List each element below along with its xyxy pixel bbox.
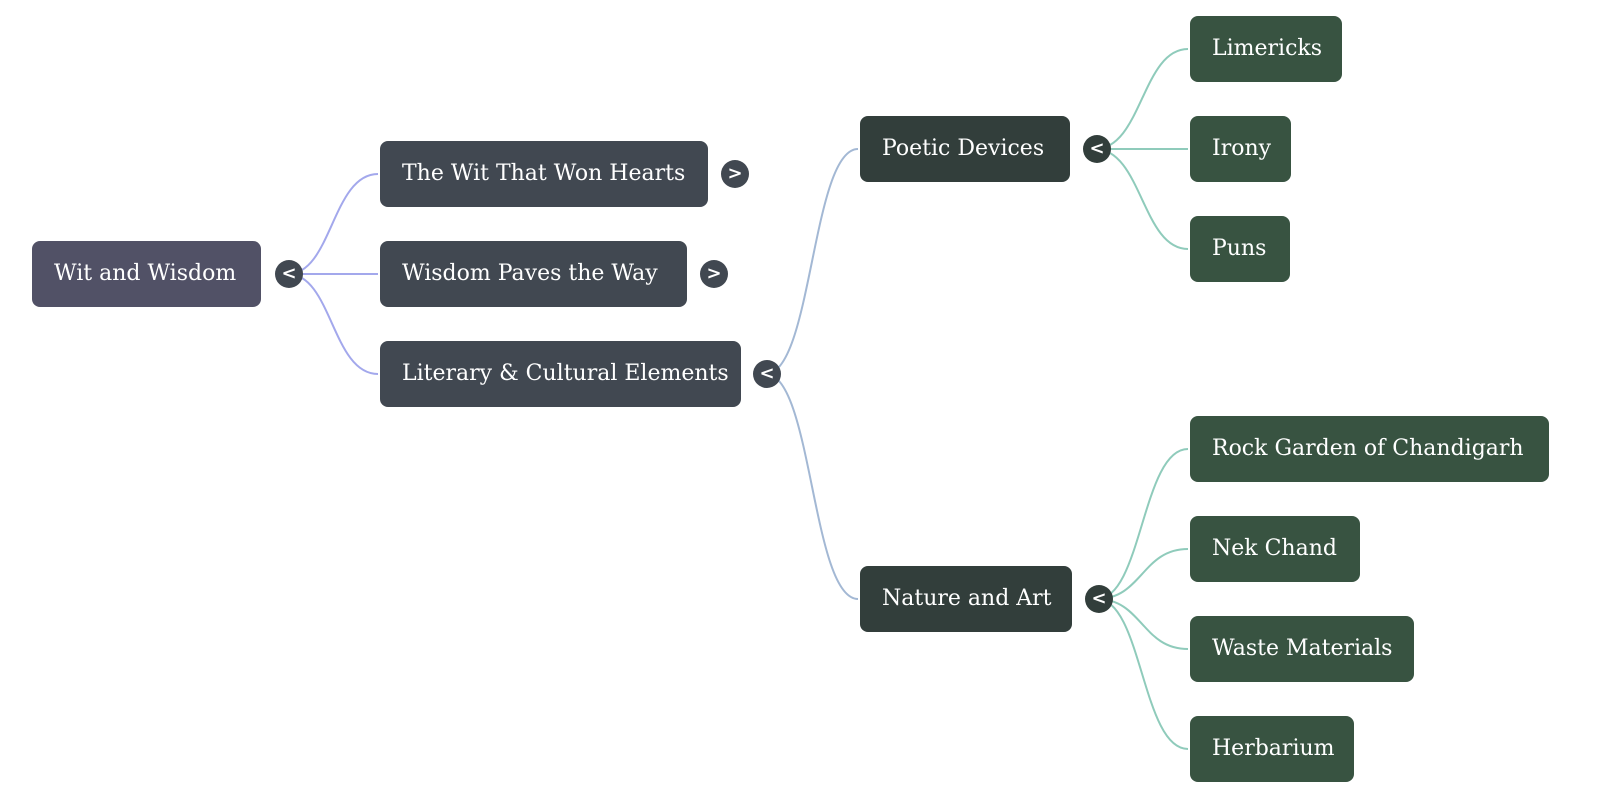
- node-poetic-devices[interactable]: Poetic Devices: [860, 116, 1070, 182]
- node-herbarium[interactable]: Herbarium: [1190, 716, 1354, 782]
- wit-expand-toggle[interactable]: >: [721, 160, 749, 188]
- connector-root-wit: [287, 173, 379, 275]
- nature-and-art-collapse-toggle[interactable]: <: [1085, 585, 1113, 613]
- root-collapse-toggle[interactable]: <: [275, 260, 303, 288]
- node-wisdom-paves-the-way[interactable]: Wisdom Paves the Way: [380, 241, 687, 307]
- connector-root-literary: [287, 273, 379, 375]
- connector-nature-rock: [1096, 448, 1189, 600]
- connector-literary-poetic: [765, 148, 859, 375]
- node-waste-materials[interactable]: Waste Materials: [1190, 616, 1414, 682]
- node-root[interactable]: Wit and Wisdom: [32, 241, 261, 307]
- poetic-devices-collapse-toggle[interactable]: <: [1083, 135, 1111, 163]
- connector-poetic-limericks: [1094, 48, 1189, 150]
- node-literary-cultural-elements[interactable]: Literary & Cultural Elements: [380, 341, 741, 407]
- wisdom-expand-toggle[interactable]: >: [700, 260, 728, 288]
- literary-collapse-toggle[interactable]: <: [753, 360, 781, 388]
- connector-nature-herbarium: [1096, 598, 1189, 750]
- node-nek-chand[interactable]: Nek Chand: [1190, 516, 1360, 582]
- node-rock-garden-of-chandigarh[interactable]: Rock Garden of Chandigarh: [1190, 416, 1549, 482]
- connector-literary-nature: [765, 373, 859, 600]
- node-wit-that-won-hearts[interactable]: The Wit That Won Hearts: [380, 141, 708, 207]
- node-puns[interactable]: Puns: [1190, 216, 1290, 282]
- connector-poetic-puns: [1094, 148, 1189, 250]
- node-nature-and-art[interactable]: Nature and Art: [860, 566, 1072, 632]
- node-limericks[interactable]: Limericks: [1190, 16, 1342, 82]
- node-irony[interactable]: Irony: [1190, 116, 1291, 182]
